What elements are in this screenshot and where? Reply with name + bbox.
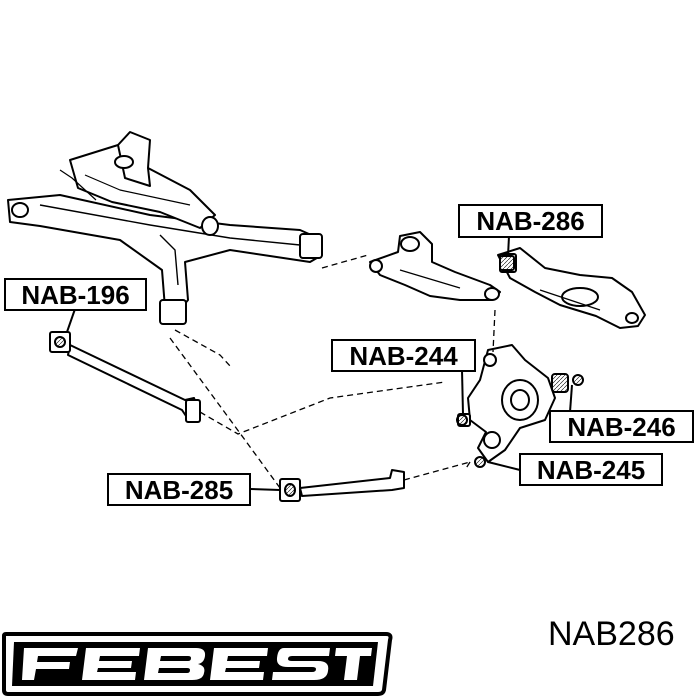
callout-label: NAB-246 <box>567 412 675 442</box>
callout-label: NAB-196 <box>21 280 129 310</box>
callout-tag-nab-246: NAB-246 <box>549 410 694 443</box>
part-number: NAB286 <box>548 615 675 653</box>
callout-tag-nab-286: NAB-286 <box>458 204 603 238</box>
upper-control-arm <box>369 231 501 301</box>
callout-tag-nab-285: NAB-285 <box>107 473 251 506</box>
callout-tag-nab-196: NAB-196 <box>4 278 147 311</box>
callout-label: NAB-245 <box>537 455 645 485</box>
febest-logo <box>1 632 393 696</box>
rear-knuckle <box>457 344 569 463</box>
lower-control-arm <box>497 247 646 329</box>
callout-label: NAB-244 <box>349 341 458 371</box>
callout-label: NAB-286 <box>476 206 584 236</box>
rear-subframe <box>7 131 323 325</box>
assembly-dashed-lines <box>169 254 496 489</box>
bushings <box>49 255 584 502</box>
callout-tag-nab-244: NAB-244 <box>331 339 476 372</box>
callout-label: NAB-285 <box>125 475 233 505</box>
callout-leaders <box>66 235 573 491</box>
callout-tag-nab-245: NAB-245 <box>519 453 663 486</box>
